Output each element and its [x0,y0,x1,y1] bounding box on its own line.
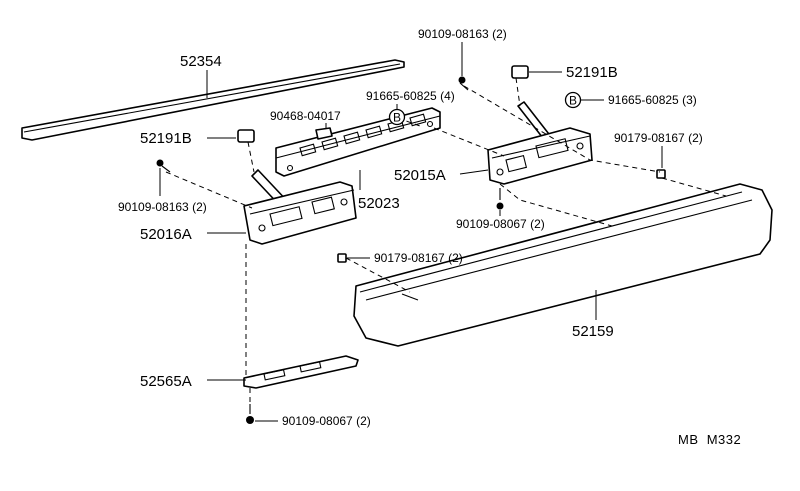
label-90109-08163-top: 90109-08163 (2) [418,27,507,41]
label-91665-60825-4: 91665-60825 (4) [366,89,455,103]
lower-stay-52565A [243,355,359,389]
label-52354: 52354 [180,53,222,70]
marker-b-right-text: B [569,94,577,108]
label-52016A: 52016A [140,226,192,243]
left-bracket-52016A [243,169,357,245]
label-52565A: 52565A [140,373,192,390]
right-bracket-52015A [487,101,593,185]
bolt-90109-08163-left [156,159,171,173]
molding-strip-52354 [21,59,405,141]
reinforcement-bar-52023 [275,107,441,177]
label-52191B-right: 52191B [566,64,618,81]
label-52159: 52159 [572,323,614,340]
label-52015A: 52015A [394,167,446,184]
nut-90179-08167-right [656,169,666,179]
retainer-52191B-right [511,65,529,79]
label-52191B-left: 52191B [140,130,192,147]
leader-lines [159,42,663,422]
bolt-90109-08067-mid [496,188,504,210]
bolt-90109-08067-bottom [246,404,254,424]
label-90109-08067-mid: 90109-08067 (2) [456,217,545,231]
label-52023: 52023 [358,195,400,212]
label-90179-08167-mid: 90179-08167 (2) [374,251,463,265]
diagram-reference-code: MB M332 [678,432,741,447]
marker-b-right: B [564,91,582,109]
label-90179-08167-right: 90179-08167 (2) [614,131,703,145]
label-90109-08067-bottom: 90109-08067 (2) [282,414,371,428]
label-90109-08163-left: 90109-08163 (2) [118,200,207,214]
nut-90179-08167-mid [337,253,347,263]
retainer-52191B-left [237,129,255,143]
marker-b-left-text: B [393,111,401,125]
label-91665-60825-3: 91665-60825 (3) [608,93,697,107]
label-90468-04017: 90468-04017 [270,109,341,123]
bumper-cover-52159 [353,183,773,347]
clip-90468-04017 [315,127,333,140]
marker-b-left: B [388,108,406,126]
